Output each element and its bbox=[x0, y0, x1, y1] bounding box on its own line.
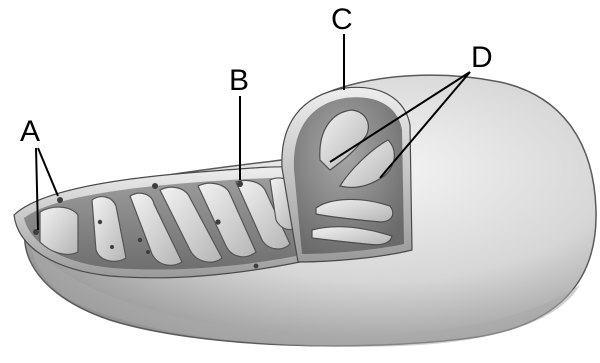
label-d: D bbox=[471, 43, 493, 73]
label-a: A bbox=[20, 117, 40, 147]
leader-line-a-2 bbox=[38, 148, 58, 196]
crista bbox=[40, 207, 78, 254]
label-b: B bbox=[229, 66, 249, 96]
label-c: C bbox=[331, 5, 353, 35]
